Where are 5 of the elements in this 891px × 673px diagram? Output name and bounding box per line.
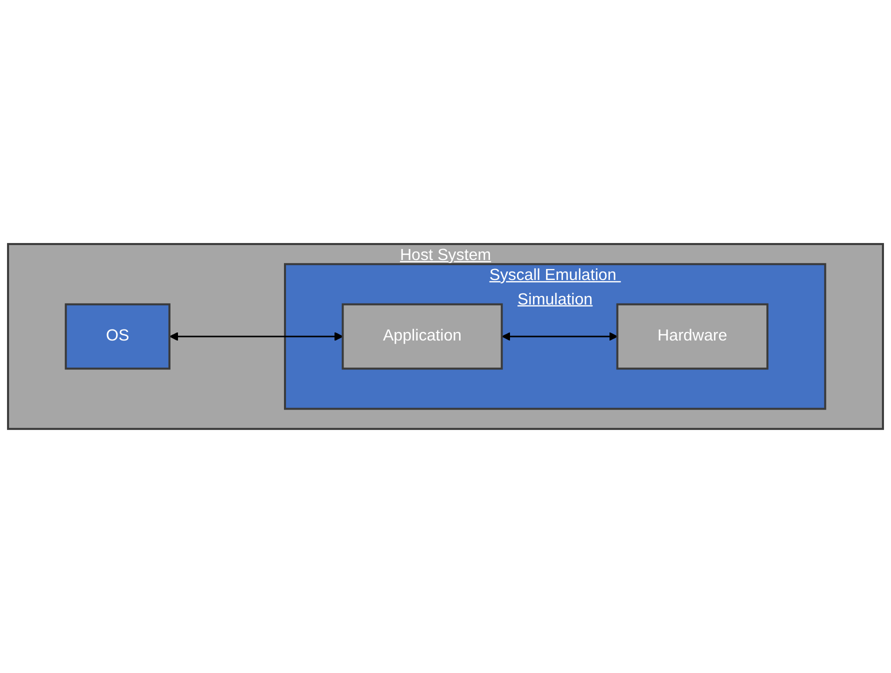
arrow bbox=[502, 332, 618, 341]
node-box: Application bbox=[342, 303, 503, 370]
node-box: Hardware bbox=[616, 303, 768, 370]
arrow bbox=[169, 332, 344, 341]
node-box: OS bbox=[64, 303, 170, 370]
